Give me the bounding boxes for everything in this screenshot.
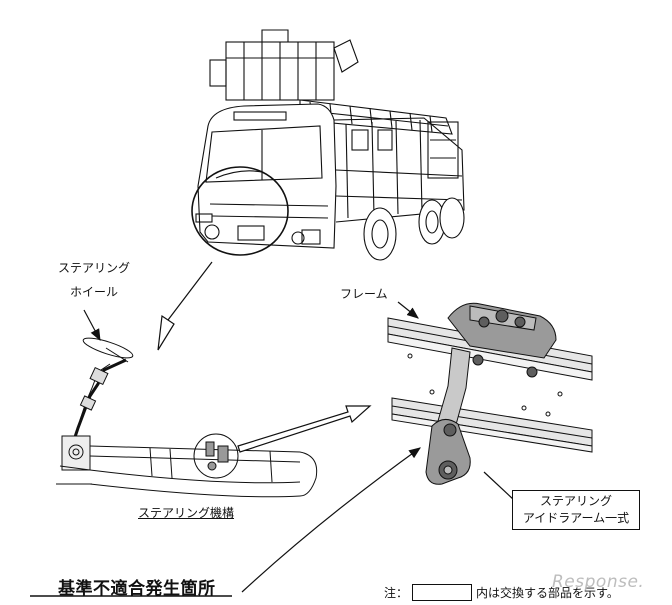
note-blank-box (412, 584, 473, 601)
fire-truck-illustration (195, 29, 465, 261)
watermark: Response. (552, 572, 645, 592)
arrow-to-detail (237, 405, 372, 453)
truck-body (333, 117, 465, 223)
arrows (83, 261, 515, 593)
leader-steering-wheel (83, 309, 101, 342)
frame-label: フレーム (340, 287, 388, 301)
truck-cab (195, 103, 337, 249)
steering-wheel-label: ステアリング ホイール (46, 261, 142, 299)
arrow-to-mechanism (157, 261, 213, 351)
replacement-note: 注： 内は交換する部品を示す。 (384, 584, 619, 601)
note-suffix: 内は交換する部品を示す。 (476, 586, 619, 600)
highlight-circle-front (191, 166, 289, 256)
frame-detail-illustration (387, 302, 593, 485)
leader-idler-arm (483, 471, 515, 501)
truck-wheels (363, 197, 465, 261)
page-title: 基準不適合発生箇所 (58, 579, 216, 599)
idler-arm-label-line1: ステアリング (539, 494, 612, 508)
steering-mechanism-illustration (56, 337, 318, 498)
leader-frame (397, 301, 419, 319)
steering-wheel-icon (82, 337, 134, 359)
note-prefix: 注： (384, 586, 409, 600)
arrow-title-to-part (241, 447, 421, 593)
aerial-basket (209, 29, 359, 101)
idler-arm-label-box: ステアリング アイドラアーム一式 (512, 490, 640, 530)
idler-arm-label-line2: アイドラアーム一式 (522, 511, 630, 525)
steering-mechanism-label: ステアリング機構 (138, 506, 235, 520)
steering-wheel-label-line2: ホイール (69, 285, 118, 299)
steering-wheel-label-line1: ステアリング (57, 261, 130, 275)
